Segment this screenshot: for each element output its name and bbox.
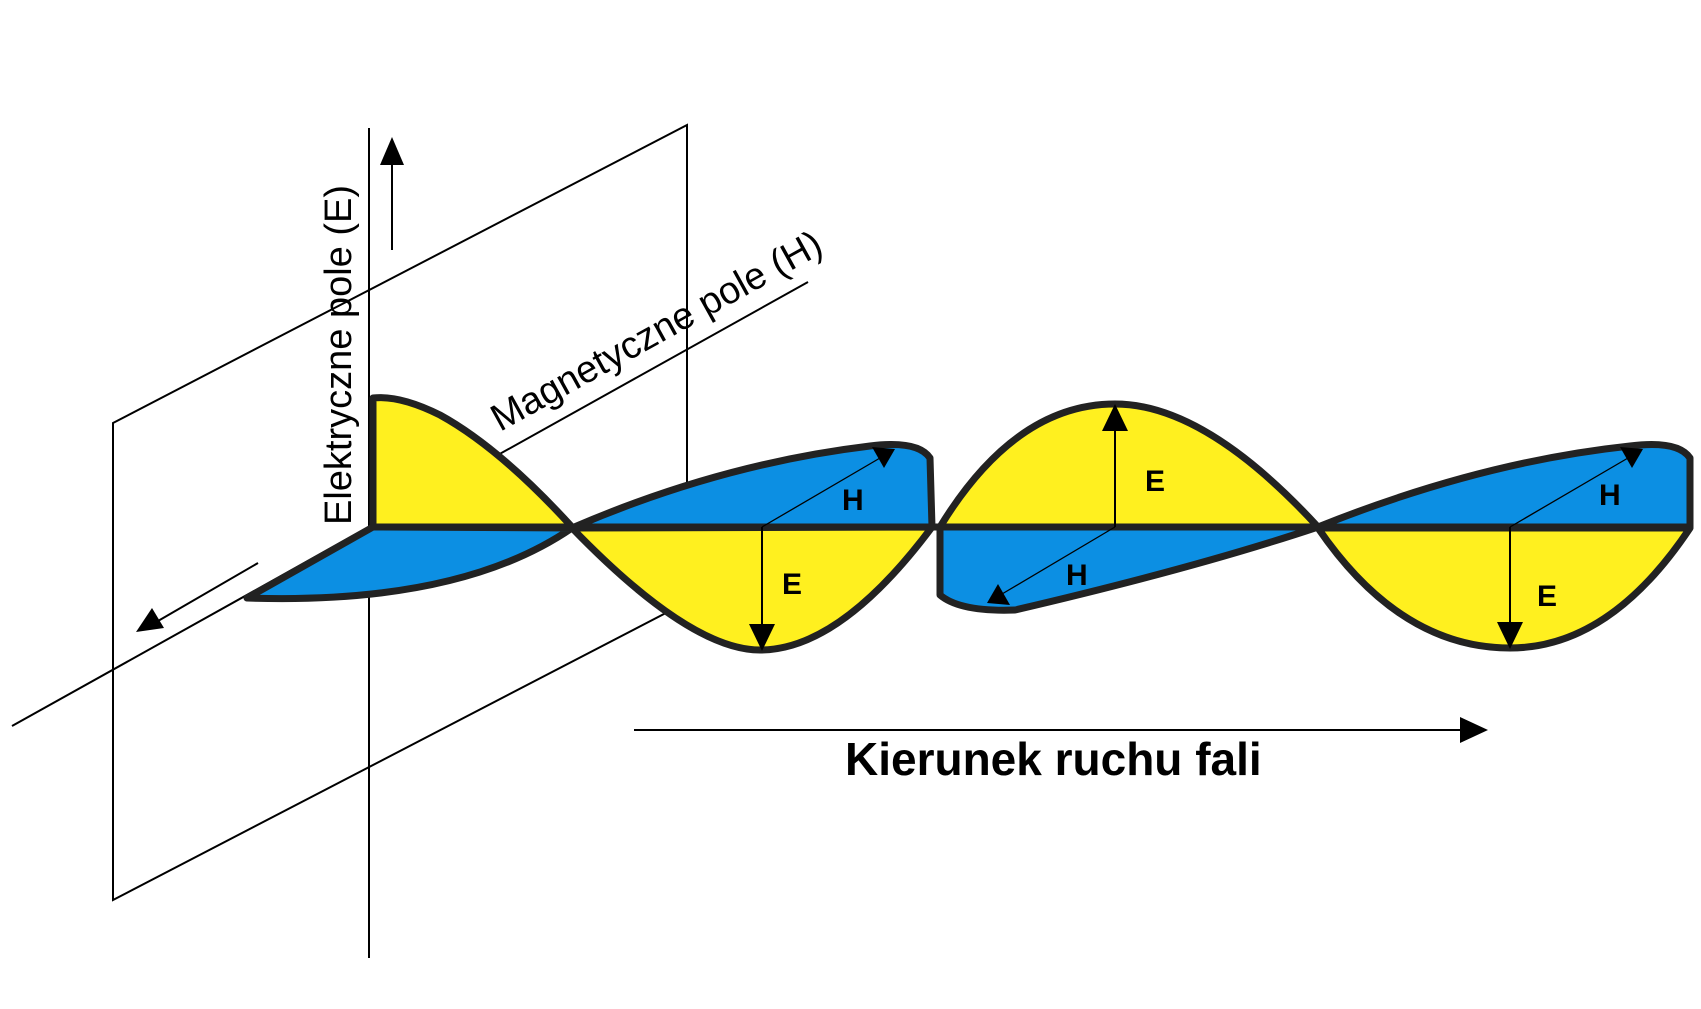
h-vector-2-shaft: [1001, 526, 1116, 595]
h-vector-2-head: [987, 584, 1010, 605]
h-vector-3-shaft: [1509, 457, 1629, 528]
electric-lobe-1: [568, 523, 936, 654]
magnetic-lobe-3: [1314, 441, 1694, 531]
magnetic-lobe-2: [936, 523, 1322, 614]
direction-arrow-head: [1460, 717, 1488, 743]
magnetic-axis-arrow-head: [136, 608, 164, 632]
e-label-1: E: [782, 568, 802, 601]
h-vector-1-head: [872, 447, 895, 468]
electric-lobe-2: [936, 400, 1322, 531]
magnetic-lobe-front: [243, 523, 576, 603]
magnetic-lobe-1: [568, 441, 936, 532]
magnetic-axis-arrow-shaft: [157, 562, 259, 622]
direction-label: Kierunek ruchu fali: [845, 733, 1262, 785]
electric-axis-arrow-head: [380, 137, 404, 165]
h-label-2: H: [1066, 559, 1088, 592]
e-vector-3-head: [1497, 622, 1523, 649]
h-vector-3-head: [1620, 447, 1643, 468]
e-vector-2-head: [1102, 404, 1128, 431]
h-vector-1-shaft: [761, 457, 881, 528]
electric-lobe-0: [369, 394, 576, 531]
e-label-3: E: [1537, 580, 1557, 613]
electric-axis-label: Elektryczne pole (E): [318, 185, 360, 525]
magnetic-axis-label: Magnetyczne pole (H): [484, 223, 829, 440]
h-label-3: H: [1599, 479, 1621, 512]
h-label-1: H: [842, 484, 864, 517]
e-vector-1-head: [749, 624, 775, 651]
e-label-2: E: [1145, 465, 1165, 498]
